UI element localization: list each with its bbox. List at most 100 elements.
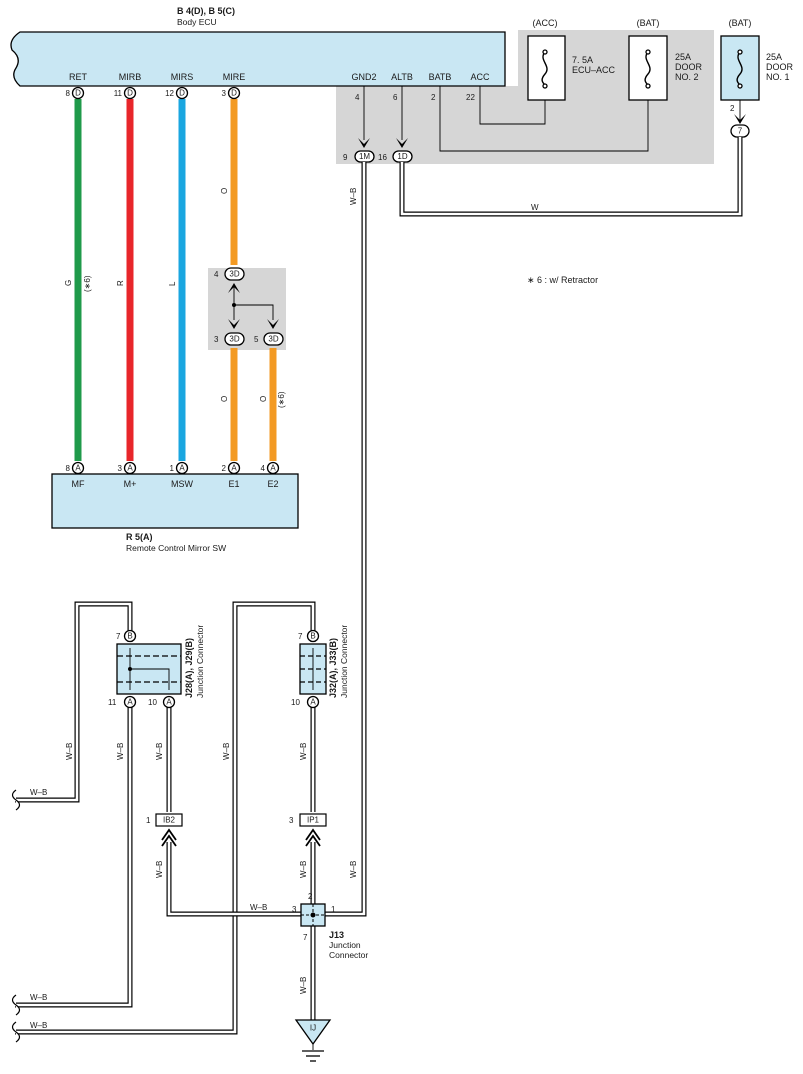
j32-pin-b1-connector <box>306 695 320 709</box>
wire-color-gnd-3: W–B <box>30 993 47 1002</box>
body-ecu-box <box>10 31 506 87</box>
junction-3d-arrow-left <box>228 319 240 329</box>
connector-3d-right <box>263 332 284 346</box>
wire-w-inner <box>400 137 742 216</box>
j28-pin-b2-code: A <box>166 698 172 707</box>
junction-3d-branch <box>234 304 274 320</box>
ecu-pin-mirs-connector <box>175 86 189 100</box>
j32-pin-b1-num: 10 <box>291 698 300 707</box>
ecu-name: Body ECU <box>177 17 217 27</box>
connector-ip1 <box>299 813 327 827</box>
wire-color-w: W <box>531 203 539 212</box>
ecu-pin-label-mire: MIRE <box>223 72 246 82</box>
fuse-ecu-acc-rating: 7. 5A <box>572 55 593 65</box>
wire-color-gnd-14: W–B <box>299 977 308 994</box>
wire-note-ret: (∗6) <box>83 275 92 292</box>
wire-break-2 <box>11 994 21 1016</box>
j28-pin-b1-num: 11 <box>108 698 117 707</box>
wire-color-gnd-9: W–B <box>299 743 308 760</box>
ecu-pin-mire-num: 3 <box>222 89 227 98</box>
fuse-ecu-acc-terminal-top <box>542 49 548 55</box>
ecu-pin-altb-num: 6 <box>393 93 398 102</box>
switch-pin-e1-num: 2 <box>222 464 227 473</box>
j28-pin-top-connector <box>123 629 137 643</box>
ecu-pin-ret-connector <box>71 86 85 100</box>
j28-pin-b1-connector <box>123 695 137 709</box>
j28-internal-2 <box>130 668 170 690</box>
ecu-pin-label-gnd2: GND2 <box>351 72 376 82</box>
wire-color-gnd-11: W–B <box>299 861 308 878</box>
fuse-ecu-acc-terminal-bottom <box>542 83 548 89</box>
connector-7-code: 7 <box>738 127 743 136</box>
switch-pin-msw-code: A <box>179 464 185 473</box>
fuse-door1-terminal-bottom <box>737 83 743 89</box>
switch-pin-mplus-code: A <box>127 464 133 473</box>
j13-pin-1: 1 <box>331 905 336 914</box>
wire-color-gnd-6: W–B <box>116 743 125 760</box>
connector-3d-top <box>224 267 245 281</box>
connector-1d-code: 1D <box>397 152 407 161</box>
ground-triangle <box>294 1019 332 1046</box>
connector-3d-left <box>224 332 245 346</box>
ecu-pin-label-ret: RET <box>69 72 88 82</box>
ecu-pin-label-acc: ACC <box>470 72 490 82</box>
connector-3d-top-num: 4 <box>214 270 219 279</box>
j28-name: Junction Connector <box>195 625 205 698</box>
ecu-pin-mire-connector <box>227 86 241 100</box>
j13-title: J13 <box>329 930 344 940</box>
j32-title: J32(A), J33(B) <box>328 638 338 698</box>
connector-1d-num: 16 <box>378 153 387 162</box>
fuse-door2-box <box>628 35 668 101</box>
fuse-door2-line3: NO. 2 <box>675 72 699 82</box>
connector-ib2-num: 1 <box>146 816 151 825</box>
switch-pin-mplus-connector <box>123 461 137 475</box>
wire-color-gnd-13: W–B <box>250 903 267 912</box>
wire-break-1 <box>11 789 21 811</box>
gnd2-arrow <box>358 138 370 148</box>
fuse-acc-header: (ACC) <box>533 18 558 28</box>
j32-pin-top-connector <box>306 629 320 643</box>
ecu-pin-mirs-num: 12 <box>165 89 174 98</box>
switch-pin-mplus-num: 3 <box>118 464 123 473</box>
switch-pin-e1-label: E1 <box>228 479 239 489</box>
junction-3d-splice <box>232 303 236 307</box>
switch-pin-e2-connector <box>266 461 280 475</box>
fuse-7-num: 2 <box>730 104 735 113</box>
mirror-switch-name: Remote Control Mirror SW <box>126 543 226 553</box>
j32-pin-b1-code: A <box>310 698 316 707</box>
j32-pin-top-num: 7 <box>298 632 303 641</box>
switch-pin-mf-label: MF <box>72 479 85 489</box>
wire-color-mirb: R <box>116 280 125 286</box>
j13-splice <box>310 912 316 918</box>
wire-color-mire: O <box>220 188 229 194</box>
mirror-switch-title: R 5(A) <box>126 532 153 542</box>
connector-3d-left-code: 3D <box>229 335 239 344</box>
j13-line1: Junction <box>329 940 361 950</box>
switch-pin-mf-num: 8 <box>66 464 71 473</box>
wire-color-gnd-5: W–B <box>65 743 74 760</box>
wire-color-gnd-1: W–B <box>349 188 358 205</box>
fuse-door1-line3: NO. 1 <box>766 72 790 82</box>
j13-pin-7: 7 <box>303 933 308 942</box>
switch-pin-mplus-label: M+ <box>124 479 137 489</box>
switch-pin-e2-num: 4 <box>261 464 266 473</box>
fuse-door2-rating: 25A <box>675 52 691 62</box>
wire-color-mirs: L <box>168 281 177 286</box>
altb-arrow <box>396 138 408 148</box>
j28-pin-top-num: 7 <box>116 632 121 641</box>
ecu-pin-acc-num: 22 <box>466 93 475 102</box>
fuse-door2-terminal-bottom <box>645 83 651 89</box>
fuse-door1-terminal-top <box>737 49 743 55</box>
connector-ip1-code: IP1 <box>307 816 320 825</box>
wire-color-ret: G <box>64 280 73 286</box>
j28-pin-b1-code: A <box>127 698 133 707</box>
fuse-door2-terminal-top <box>645 49 651 55</box>
connector-ib2 <box>155 813 183 827</box>
wire-color-gnd-10: W–B <box>155 861 164 878</box>
wire-color-e2: O <box>259 396 268 402</box>
ecu-pin-gnd2-num: 4 <box>355 93 360 102</box>
ib2-arrow <box>161 828 177 847</box>
ecu-pin-batb-num: 2 <box>431 93 436 102</box>
wire-color-gnd-8: W–B <box>222 743 231 760</box>
connector-3d-right-code: 3D <box>268 335 278 344</box>
